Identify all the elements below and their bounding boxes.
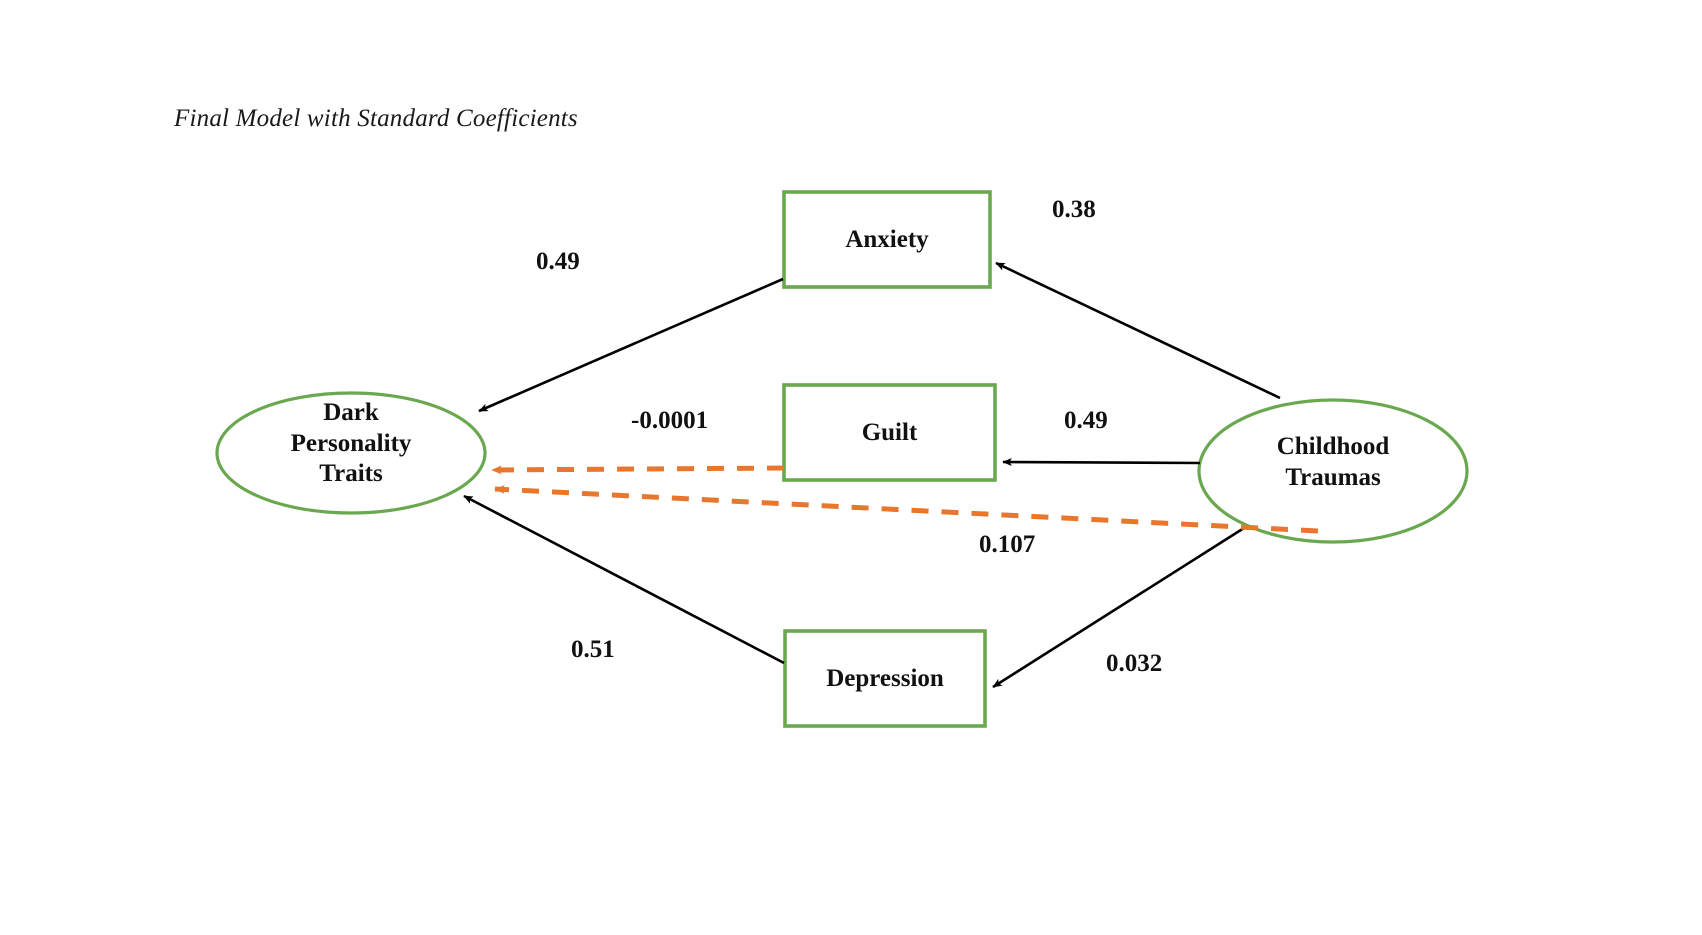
coefficient-label-anxiety-to-dpt: 0.49 [536,248,580,275]
path-guilt-to-dpt [491,465,785,475]
figure-title: Final Model with Standard Coefficients [174,105,578,132]
path-anxiety-to-dpt [478,277,784,413]
path-childhood-traumas-to-guilt [1002,458,1201,467]
path-childhood-traumas-to-dpt [494,485,1319,534]
node-depression [783,629,987,728]
coefficient-label-guilt-to-dpt: -0.0001 [631,407,709,434]
coefficient-label-childhood-traumas-to-depression: 0.032 [1106,650,1163,677]
path-childhood-traumas-to-depression [992,526,1245,689]
coefficient-label-depression-to-dpt: 0.51 [571,636,615,663]
coefficient-label-childhood-traumas-to-guilt: 0.49 [1064,407,1108,434]
path-depression-to-dpt [463,494,785,665]
coefficient-label-childhood-traumas-to-anxiety: 0.38 [1052,196,1096,223]
coefficient-label-childhood-traumas-to-dpt: 0.107 [979,531,1036,558]
node-childhood-traumas [1197,398,1469,544]
node-anxiety [782,190,992,289]
node-dark-personality-traits [215,391,487,515]
node-guilt [782,383,997,482]
path-childhood-traumas-to-anxiety [995,261,1281,400]
